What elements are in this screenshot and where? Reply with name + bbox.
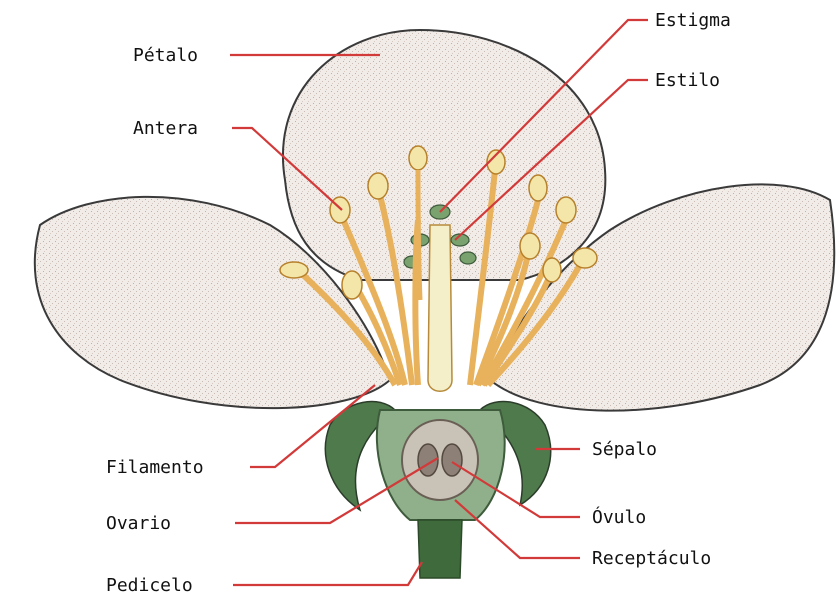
label-ovario: Ovario [106,513,171,534]
leader-pedicelo [233,562,422,585]
label-antera: Antera [133,118,198,139]
label-receptaculo: Receptáculo [592,548,711,569]
style [428,225,452,391]
ovary [402,420,478,500]
label-filamento: Filamento [106,457,204,478]
label-petalo: Pétalo [133,45,198,66]
label-estilo: Estilo [655,70,720,91]
label-pedicelo: Pedicelo [106,575,193,596]
label-estigma: Estigma [655,10,731,31]
pedicel [418,520,462,578]
label-ovulo: Óvulo [592,506,646,528]
label-sepalo: Sépalo [592,439,657,460]
